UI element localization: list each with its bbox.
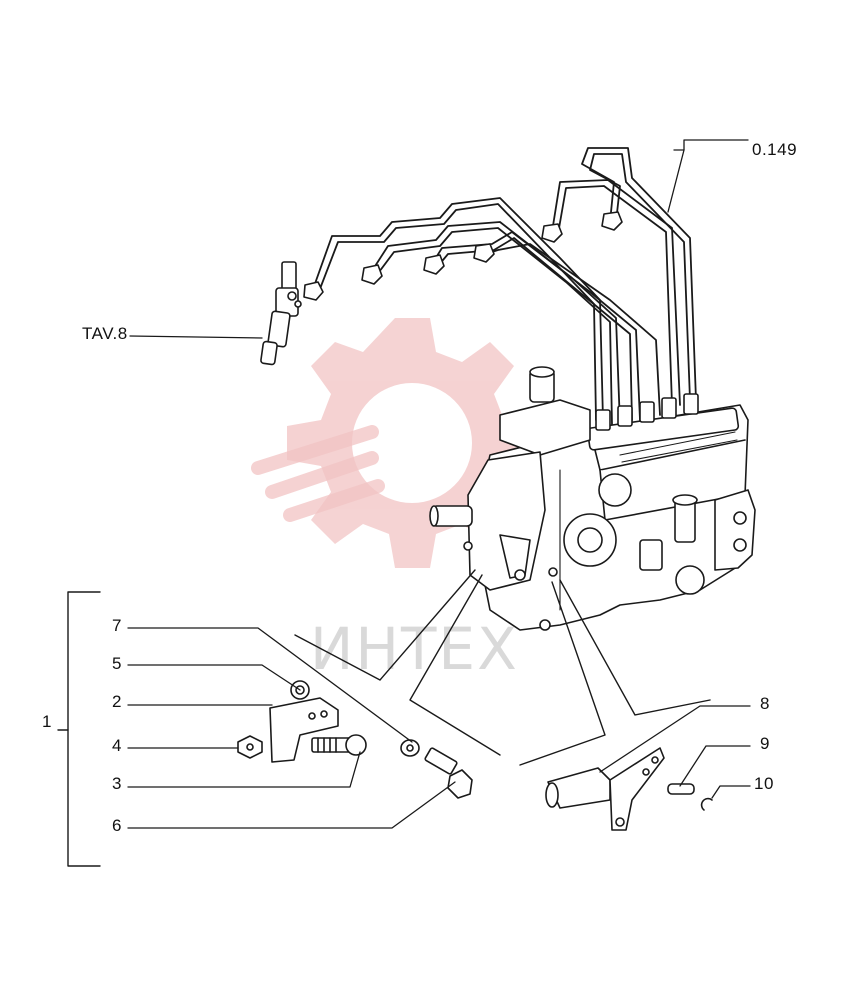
part-6-bolt [424,747,473,799]
assembly-bracket [57,591,101,867]
leader-lines [127,139,751,829]
callout-10: 10 [754,774,774,793]
callout-3: 3 [112,774,122,793]
callout-5: 5 [112,654,122,673]
injection-pump-body [429,366,756,631]
callout-1: 1 [42,712,52,731]
part-8-lever [545,747,665,831]
callout-0149: 0.149 [752,140,798,159]
callout-2: 2 [112,692,122,711]
exploded-view-guides [294,569,711,766]
watermark-text: ИНТЕХ [310,615,519,683]
callout-4: 4 [112,736,122,755]
injection-pipes [311,147,697,426]
callout-6: 6 [112,816,122,835]
part-7-washer [400,739,420,757]
pump-outlet-fittings [595,393,699,431]
pump-ribs [559,431,738,611]
pipe-nuts [303,211,623,301]
part-10-clip [700,797,713,811]
watermark-speed-lines [251,425,385,522]
callout-7: 7 [112,616,122,635]
callout-tav8: TAV.8 [82,324,128,343]
part-4-nut [237,735,263,759]
part-3-bolt [311,734,367,756]
injector [260,261,302,366]
callout-9: 9 [760,734,770,753]
callout-8: 8 [760,694,770,713]
